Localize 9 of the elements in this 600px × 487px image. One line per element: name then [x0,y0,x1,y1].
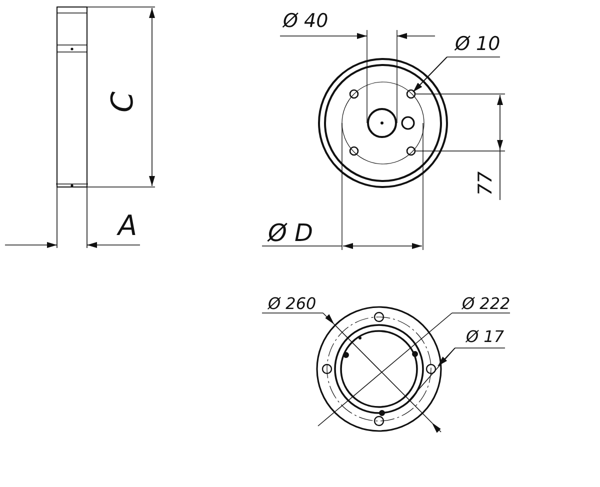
dimension-label: Ø 17 [466,329,504,345]
dimension-label: C [108,92,138,112]
dimension-label: Ø 222 [462,296,510,312]
dimension-label: Ø D [268,221,313,245]
dimension-label: Ø 40 [283,12,328,31]
dimension-label: 77 [476,171,496,196]
dimension-label: A [118,212,138,240]
dimension-label: Ø 10 [455,35,500,54]
dimension-label: Ø 260 [268,296,316,312]
